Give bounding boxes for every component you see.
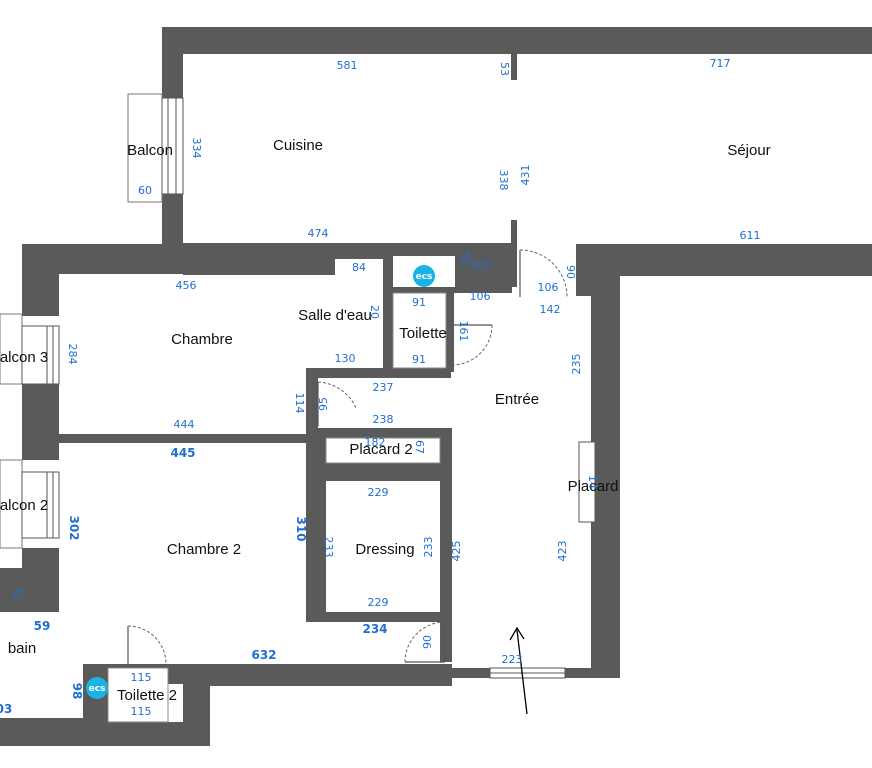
balcon-cuisine bbox=[127, 93, 184, 203]
dimension-label: 115 bbox=[131, 705, 152, 718]
room-balcon-2: Balcon 2 bbox=[0, 497, 48, 514]
room-balcon-3: Balcon 3 bbox=[0, 349, 48, 366]
dimension-label: 91 bbox=[412, 353, 426, 366]
dimension-label: 60 bbox=[138, 184, 152, 197]
svg-text:ecs: ecs bbox=[89, 684, 106, 694]
dimension-label: 235 bbox=[570, 354, 583, 375]
room-dressing: Dressing bbox=[355, 541, 414, 558]
dimension-label: 20 bbox=[368, 305, 381, 319]
dimension-label: 130 bbox=[335, 352, 356, 365]
room-sejour: Séjour bbox=[727, 142, 770, 159]
room-placard-2: Placard 2 bbox=[349, 441, 412, 458]
dimension-label: 98 bbox=[70, 683, 84, 700]
dimension-label: 445 bbox=[170, 446, 195, 460]
ecs-icon: ecs bbox=[86, 677, 108, 699]
dimension-label: 106 bbox=[470, 290, 491, 303]
balcon-3 bbox=[0, 313, 60, 385]
room-cuisine: Cuisine bbox=[273, 137, 323, 154]
room-chambre: Chambre bbox=[171, 331, 233, 348]
dimension-label: 72 bbox=[11, 586, 24, 600]
dimension-label: 229 bbox=[368, 486, 389, 499]
doors bbox=[107, 249, 568, 723]
dimension-label: 14 bbox=[586, 475, 599, 489]
room-bain: bain bbox=[8, 640, 36, 657]
dimension-label: 302 bbox=[67, 515, 81, 540]
dimension-label: 59 bbox=[34, 619, 51, 633]
dimension-label: 431 bbox=[519, 165, 532, 186]
dimension-label: 632 bbox=[251, 648, 276, 662]
dimension-label: 611 bbox=[740, 229, 761, 242]
room-toilette-2: Toilette 2 bbox=[117, 687, 177, 704]
dimension-label: 444 bbox=[174, 418, 195, 431]
placard2-box bbox=[325, 437, 441, 464]
dimension-label: 95 bbox=[317, 397, 330, 411]
dimension-labels: 581 53 717 334 60 338 431 474 611 84 55 … bbox=[0, 57, 761, 718]
room-toilette: Toilette bbox=[399, 325, 447, 342]
dimension-label: 237 bbox=[373, 381, 394, 394]
dimension-label: 223 bbox=[502, 653, 523, 666]
room-chambre-2: Chambre 2 bbox=[167, 541, 241, 558]
dimension-label: 84 bbox=[352, 261, 366, 274]
dimension-label: 114 bbox=[293, 393, 306, 414]
dimension-label: 107 bbox=[471, 259, 492, 272]
dimension-label: 182 bbox=[365, 436, 386, 449]
dimension-label: 238 bbox=[373, 413, 394, 426]
dimension-label: 581 bbox=[337, 59, 358, 72]
entrance-window bbox=[489, 667, 566, 679]
dimension-label: 90 bbox=[421, 635, 434, 649]
room-entree: Entrée bbox=[495, 391, 539, 408]
dimension-label: 456 bbox=[176, 279, 197, 292]
dimension-label: 67 bbox=[413, 440, 426, 454]
dimension-label: 90 bbox=[564, 265, 577, 279]
dimension-label: 106 bbox=[538, 281, 559, 294]
room-labels: Cuisine Séjour Balcon Chambre Chambre 2 … bbox=[0, 137, 771, 704]
dimension-label: 423 bbox=[556, 541, 569, 562]
balcon-2 bbox=[0, 459, 60, 549]
walls bbox=[0, 27, 872, 746]
ecs-icon: ecs bbox=[413, 265, 435, 287]
dimension-label: 284 bbox=[66, 344, 79, 365]
dimension-label: 310 bbox=[294, 516, 308, 541]
dimension-label: 91 bbox=[412, 296, 426, 309]
dimension-label: 115 bbox=[131, 671, 152, 684]
room-salle-eau: Salle d'eau bbox=[298, 307, 372, 324]
dimension-label: 55 bbox=[459, 252, 472, 266]
toilette-box bbox=[392, 292, 447, 369]
dimension-label: 53 bbox=[498, 62, 511, 76]
dimension-label: 338 bbox=[497, 170, 510, 191]
dimension-label: 717 bbox=[710, 57, 731, 70]
dimension-label: 233 bbox=[422, 537, 435, 558]
svg-text:ecs: ecs bbox=[416, 272, 433, 282]
dimension-label: 161 bbox=[457, 321, 470, 342]
room-balcon: Balcon bbox=[127, 142, 173, 159]
dimension-label: 142 bbox=[540, 303, 561, 316]
dimension-label: 234 bbox=[362, 622, 387, 636]
dimension-label: 334 bbox=[190, 138, 203, 159]
dimension-label: 425 bbox=[450, 541, 463, 562]
placard-closet bbox=[578, 441, 596, 523]
dimension-label: 474 bbox=[308, 227, 329, 240]
room-placard: Placard bbox=[568, 478, 619, 495]
dimension-label: 03 bbox=[0, 702, 12, 716]
dimension-label: 229 bbox=[368, 596, 389, 609]
dimension-label: 233 bbox=[322, 537, 335, 558]
